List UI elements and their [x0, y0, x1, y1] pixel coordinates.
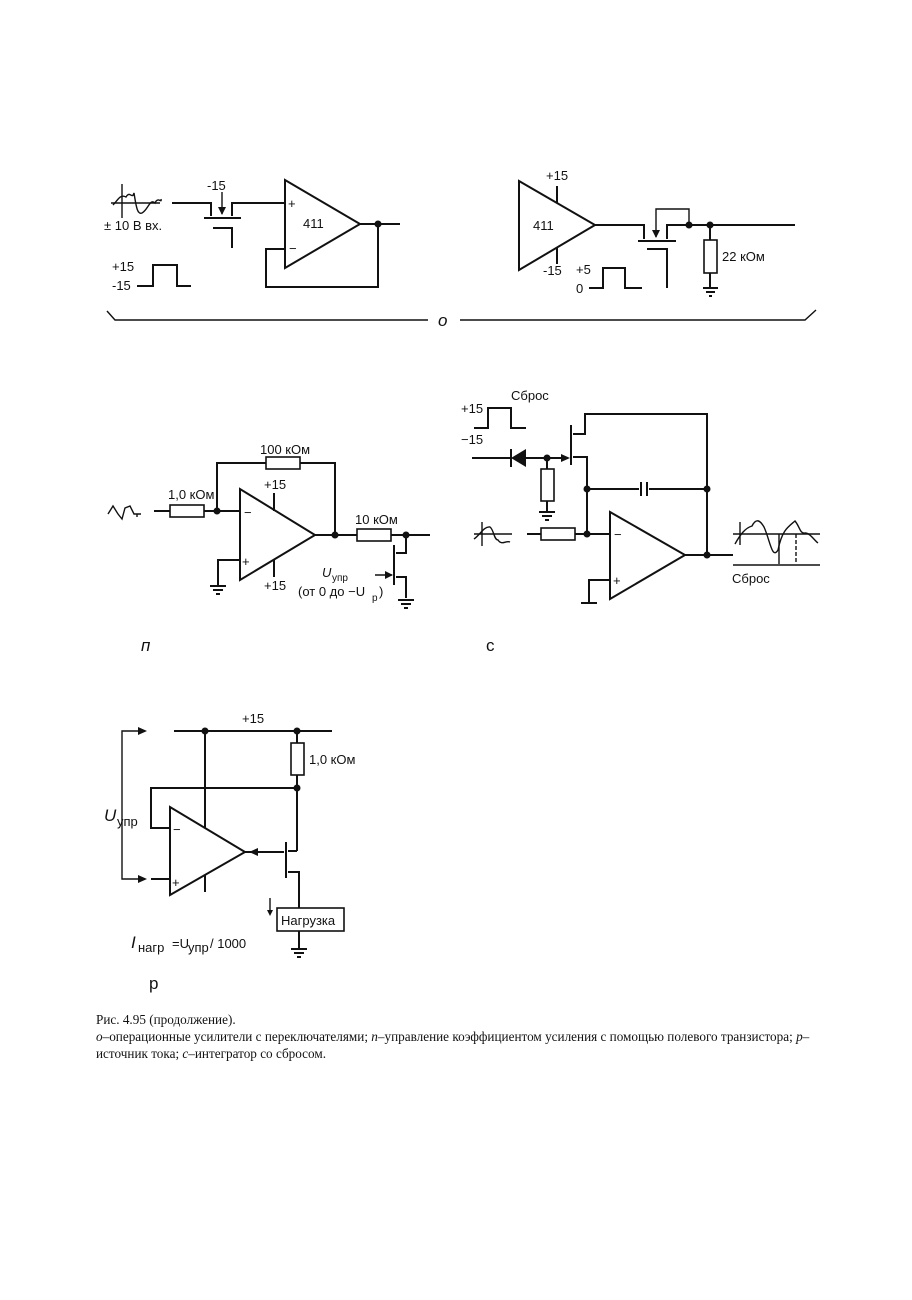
caption-letter-p: р [796, 1029, 803, 1044]
panel-o-letter: o [438, 311, 447, 330]
control-voltage-label: U [104, 806, 117, 825]
minus-input-label: − [173, 822, 181, 837]
opamp-triangle [284, 178, 362, 270]
resistor-label: 1,0 кОм [309, 752, 355, 767]
load-box [276, 907, 345, 932]
input-resistor-label: 1,0 кОм [168, 487, 214, 502]
load-label: Нагрузка [281, 913, 336, 928]
panel-c-letter: с [486, 636, 495, 655]
panel-n-circuit: 1,0 кОм 100 кОм − + +15 +15 10 кОм [107, 442, 430, 655]
control-voltage-label: U [322, 565, 332, 580]
output-reset-label: Сброс [732, 571, 770, 586]
input-resistor [540, 527, 576, 541]
panel-p-letter: р [149, 974, 158, 993]
arrow-right-icon [138, 875, 147, 883]
caption-text-p: –источник тока; [96, 1029, 810, 1061]
opamp-label: 411 [533, 218, 554, 233]
caption-letter-n: п [371, 1029, 378, 1044]
output-waveform-icon [733, 520, 820, 566]
formula-equals: =U [172, 936, 189, 951]
gate-arrow-icon [385, 571, 393, 579]
pulse-low-label: −15 [461, 432, 483, 447]
arrow-right-icon [138, 727, 147, 735]
panel-o-right-circuit: 411 +15 -15 22 кОм +5 0 [518, 168, 795, 297]
formula-current-subscript: нагр [138, 940, 164, 955]
caption-text-n: –управление коэффициентом усиления с пом… [377, 1029, 797, 1044]
panel-o-left-circuit: ± 10 В вх. -15 411 + − +15 -15 [104, 178, 400, 293]
control-pulse-icon [589, 267, 642, 289]
supply-label: +15 [242, 711, 264, 726]
resistor-label: 22 кОм [722, 249, 765, 264]
minus-input-label: − [289, 241, 297, 256]
pulse-high-label: +5 [576, 262, 591, 277]
supply-top-label: +15 [264, 477, 286, 492]
formula-current: I [131, 933, 136, 952]
supply-bottom-label: +15 [264, 578, 286, 593]
input-voltage-label: ± 10 В вх. [104, 218, 162, 233]
plus-input-label: + [613, 573, 621, 588]
caption-text-o: –операционные усилители с переключателям… [102, 1029, 372, 1044]
input-waveform-icon [107, 504, 141, 521]
caption-letter-c: с [182, 1046, 189, 1061]
feedback-resistor [265, 456, 301, 470]
minus-input-label: − [614, 527, 622, 542]
opamp-triangle [239, 487, 317, 582]
feedback-wire [265, 224, 379, 288]
gate-voltage-label: -15 [207, 178, 226, 193]
caption-body: о–операционные усилители с переключателя… [96, 1028, 836, 1062]
figure-caption: Рис. 4.95 (продолжение). о–операционные … [96, 1011, 836, 1062]
opamp-label: 411 [303, 216, 324, 231]
input-waveform-icon [111, 184, 162, 218]
pulse-low-label: 0 [576, 281, 583, 296]
plus-input-label: + [288, 196, 296, 211]
sense-resistor [290, 742, 305, 776]
ground-icon [291, 948, 307, 958]
minus-input-label: − [244, 505, 252, 520]
control-voltage-subscript: упр [117, 814, 138, 829]
feedback-resistor-label: 100 кОм [260, 442, 310, 457]
ground-icon [703, 287, 718, 297]
formula-divisor: / 1000 [210, 936, 246, 951]
gate-arrow-icon [218, 207, 226, 215]
panel-n-letter: п [141, 636, 151, 655]
schematic-figure: ± 10 В вх. -15 411 + − +15 -15 411 +15 -… [104, 168, 820, 993]
reset-label: Сброс [511, 388, 549, 403]
ground-icon [539, 511, 555, 521]
control-range-subscript: р [372, 593, 378, 604]
control-range-close: ) [379, 584, 383, 599]
panel-o-brace: o [106, 309, 817, 330]
opamp-triangle [609, 510, 687, 601]
caption-title: Рис. 4.95 (продолжение). [96, 1012, 236, 1027]
supply-neg-label: -15 [543, 263, 562, 278]
ground-icon [210, 585, 226, 595]
plus-input-label: + [242, 554, 250, 569]
plus-input-label: + [172, 875, 180, 890]
output-resistor-label: 10 кОм [355, 512, 398, 527]
resistor-22k [703, 239, 718, 274]
pulse-low-label: -15 [112, 278, 131, 293]
control-pulse-icon [137, 264, 191, 287]
pulse-high-label: +15 [112, 259, 134, 274]
gate-arrow-icon [561, 454, 570, 462]
panel-p-circuit: +15 1,0 кОм − + Нагрузка [104, 711, 355, 993]
input-waveform-icon [473, 522, 512, 546]
pulse-high-label: +15 [461, 401, 483, 416]
diode-icon [510, 449, 526, 467]
ground-icon [398, 599, 414, 609]
gate-arrow-icon [249, 848, 258, 856]
caption-text-c: –интегратор со сбросом. [188, 1046, 327, 1061]
reset-pulse-icon [474, 407, 526, 429]
supply-pos-label: +15 [546, 168, 568, 183]
control-voltage-subscript: упр [332, 573, 348, 584]
gate-resistor [540, 468, 555, 502]
panel-c-circuit: Сброс +15 −15 [461, 388, 820, 655]
gate-arrow-icon [652, 230, 660, 238]
control-range-label: (от 0 до −U [298, 584, 365, 599]
output-resistor [356, 528, 392, 542]
caption-letter-o: о [96, 1029, 103, 1044]
input-resistor [169, 504, 205, 518]
current-direction-arrow-icon [267, 910, 273, 916]
opamp-triangle [169, 805, 247, 897]
formula-voltage-subscript: упр [188, 940, 209, 955]
